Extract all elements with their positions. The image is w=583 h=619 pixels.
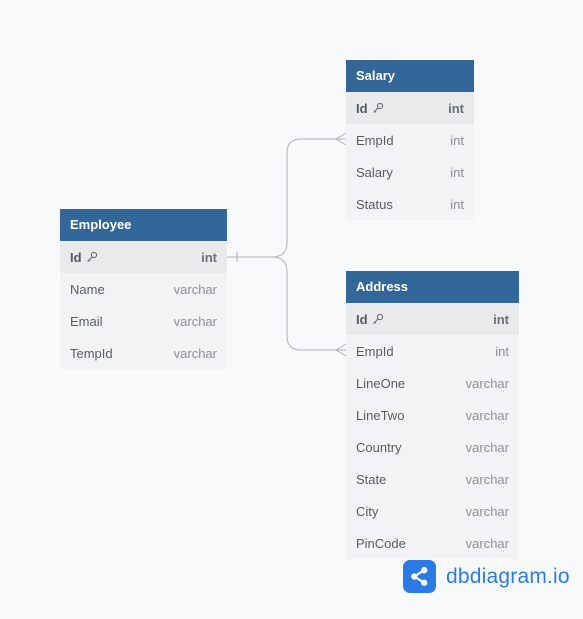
brand-watermark[interactable]: dbdiagram.io (403, 560, 570, 593)
field-name: City (356, 503, 379, 519)
relation-employee-address (271, 256, 346, 351)
key-icon (372, 313, 384, 325)
field-type: varchar (465, 407, 509, 423)
field-type: int (495, 343, 509, 359)
field-name: Country (356, 439, 402, 455)
field-row-id[interactable]: Id int (60, 241, 227, 273)
field-name: Email (70, 313, 103, 329)
many-marker-address (335, 343, 347, 357)
field-row-pincode[interactable]: PinCode varchar (346, 527, 519, 559)
field-name: Id (356, 311, 368, 327)
table-header[interactable]: Salary (346, 60, 474, 92)
many-marker-salary (335, 132, 347, 146)
field-type: int (450, 164, 464, 180)
field-type: varchar (173, 345, 217, 361)
brand-text: dbdiagram.io (446, 564, 570, 588)
field-name: LineTwo (356, 407, 405, 423)
field-row-name[interactable]: Name varchar (60, 273, 227, 305)
field-name: Id (70, 249, 82, 265)
field-name: Salary (356, 164, 393, 180)
field-row-city[interactable]: City varchar (346, 495, 519, 527)
field-row-email[interactable]: Email varchar (60, 305, 227, 337)
field-row-id[interactable]: Id int (346, 92, 474, 124)
field-name: Status (356, 196, 393, 212)
table-header[interactable]: Employee (60, 209, 227, 241)
key-icon (372, 102, 384, 114)
key-icon (86, 251, 98, 263)
field-type: varchar (465, 535, 509, 551)
field-name: State (356, 471, 387, 487)
field-type: int (493, 311, 509, 327)
field-name: EmpId (356, 132, 394, 148)
field-name: Name (70, 281, 105, 297)
relation-employee-salary (227, 138, 346, 258)
share-icon (403, 560, 436, 593)
field-row-id[interactable]: Id int (346, 303, 519, 335)
field-type: varchar (465, 439, 509, 455)
field-type: int (450, 196, 464, 212)
field-name: EmpId (356, 343, 394, 359)
field-name: PinCode (356, 535, 406, 551)
field-row-tempid[interactable]: TempId varchar (60, 337, 227, 369)
field-row-state[interactable]: State varchar (346, 463, 519, 495)
field-name: LineOne (356, 375, 406, 391)
field-type: varchar (173, 281, 217, 297)
field-row-linetwo[interactable]: LineTwo varchar (346, 399, 519, 431)
field-row-status[interactable]: Status int (346, 188, 474, 220)
field-type: int (450, 132, 464, 148)
field-row-empid[interactable]: EmpId int (346, 335, 519, 367)
field-type: varchar (173, 313, 217, 329)
field-type: int (448, 100, 464, 116)
field-name: Id (356, 100, 368, 116)
field-name: TempId (70, 345, 113, 361)
field-type: int (201, 249, 217, 265)
field-type: varchar (465, 471, 509, 487)
field-row-salary[interactable]: Salary int (346, 156, 474, 188)
field-row-country[interactable]: Country varchar (346, 431, 519, 463)
table-header[interactable]: Address (346, 271, 519, 303)
field-type: varchar (465, 503, 509, 519)
field-type: varchar (465, 375, 509, 391)
field-row-empid[interactable]: EmpId int (346, 124, 474, 156)
field-row-lineone[interactable]: LineOne varchar (346, 367, 519, 399)
